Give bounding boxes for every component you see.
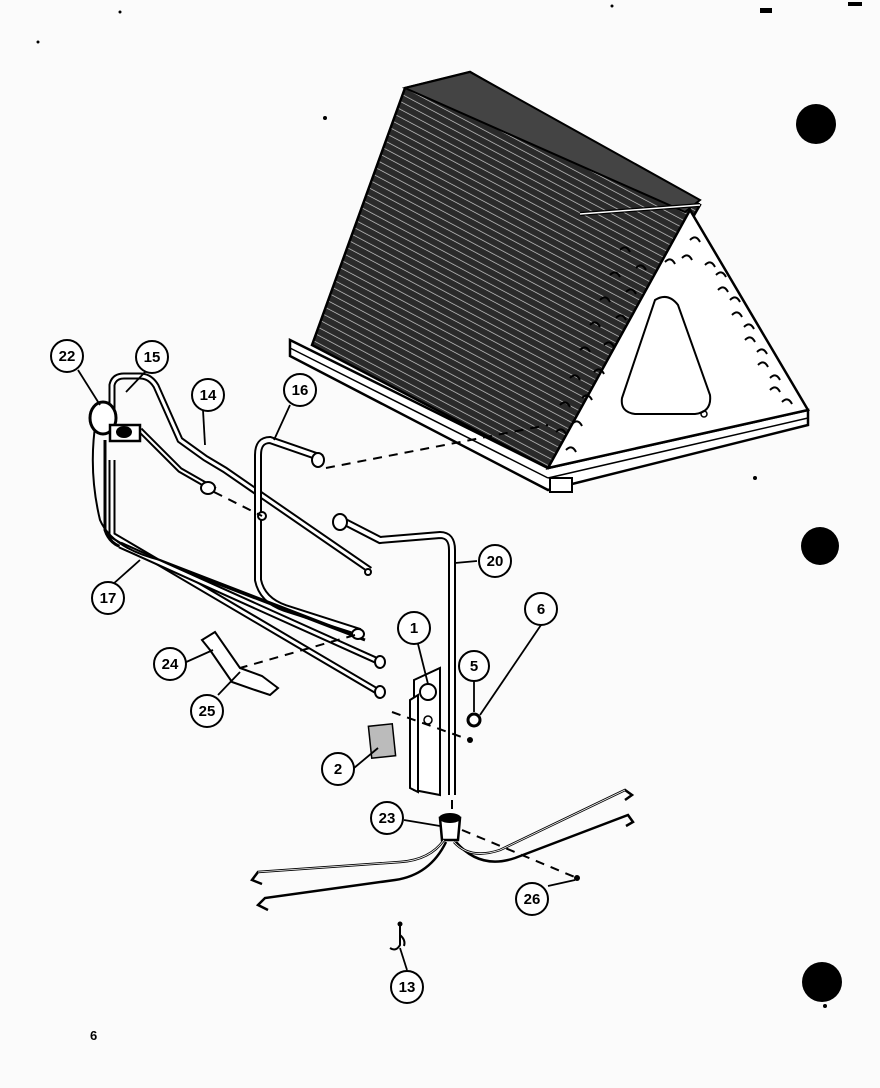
callout-13-label: 13 xyxy=(399,979,416,996)
assembly-dashed-lines xyxy=(213,424,578,879)
mounting-bracket xyxy=(409,666,441,797)
callout-leaders xyxy=(77,369,576,971)
callout-5-label: 5 xyxy=(470,658,478,675)
expansion-valve xyxy=(88,400,142,443)
callout-1-label: 1 xyxy=(410,620,418,637)
callout-17-label: 17 xyxy=(100,590,117,607)
callout-20: 20 xyxy=(478,544,512,578)
callout-14-label: 14 xyxy=(200,387,217,404)
callout-20-label: 20 xyxy=(487,553,504,570)
distributor xyxy=(438,813,462,842)
page-number: 6 xyxy=(90,1028,98,1043)
punch-hole-top xyxy=(796,104,836,144)
coil-end-plate-cutout xyxy=(620,295,712,415)
callout-23: 23 xyxy=(370,801,404,835)
refrigerant-tubing xyxy=(91,372,456,795)
callout-13: 13 xyxy=(390,970,424,1004)
callout-26: 26 xyxy=(515,882,549,916)
tube-return-bends xyxy=(555,236,793,453)
callout-16-label: 16 xyxy=(292,382,309,399)
callout-22-label: 22 xyxy=(59,348,76,365)
callout-14: 14 xyxy=(191,378,225,412)
callout-25-label: 25 xyxy=(199,703,216,720)
scan-specks xyxy=(36,2,862,1008)
punch-hole-middle xyxy=(801,527,839,565)
screw xyxy=(574,875,580,881)
callout-6-label: 6 xyxy=(537,601,545,618)
wire-clip xyxy=(389,925,406,951)
callout-24-label: 24 xyxy=(162,656,179,673)
coil-top-header xyxy=(401,70,702,214)
callout-2-label: 2 xyxy=(334,761,342,778)
distributor-tubes xyxy=(250,788,635,912)
punch-hole-bottom xyxy=(802,962,842,1002)
tube-ends xyxy=(200,452,386,699)
callout-25: 25 xyxy=(190,694,224,728)
callout-17: 17 xyxy=(91,581,125,615)
callout-26-label: 26 xyxy=(524,891,541,908)
callout-15-label: 15 xyxy=(144,349,161,366)
callout-6: 6 xyxy=(524,592,558,626)
callout-15: 15 xyxy=(135,340,169,374)
a-coil-assembly xyxy=(288,70,810,493)
callout-2: 2 xyxy=(321,752,355,786)
callout-23-label: 23 xyxy=(379,810,396,827)
callout-24: 24 xyxy=(153,647,187,681)
washer xyxy=(466,712,482,728)
insulation-tape xyxy=(200,630,280,697)
callout-1: 1 xyxy=(397,611,431,645)
callout-16: 16 xyxy=(283,373,317,407)
callout-5: 5 xyxy=(458,650,490,682)
callout-22: 22 xyxy=(50,339,84,373)
